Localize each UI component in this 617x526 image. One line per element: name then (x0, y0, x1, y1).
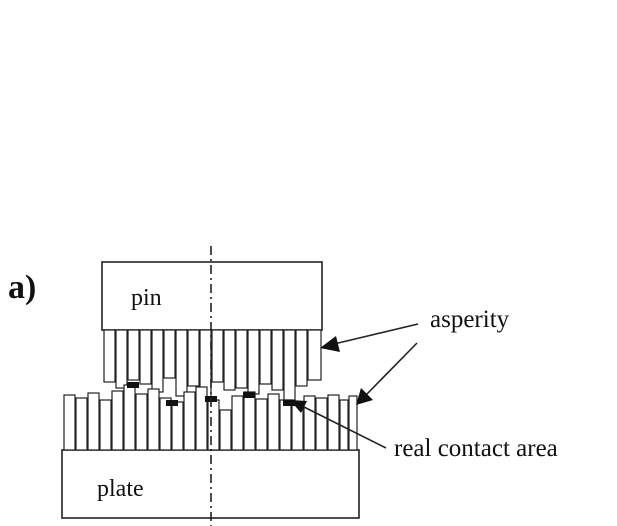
contact-spot (127, 382, 139, 388)
pin-label: pin (131, 285, 162, 311)
asperity-arrowhead (356, 388, 373, 405)
pin-block (101, 261, 323, 331)
contact-spot (166, 400, 178, 406)
asperity-label: asperity (430, 306, 510, 333)
real-contact-area-label: real contact area (394, 435, 558, 462)
plate-asperities (63, 384, 358, 451)
contact-area-leader (303, 406, 387, 449)
contact-spot (243, 392, 255, 398)
asperity-arrowhead (320, 336, 340, 352)
contact-spot (283, 400, 295, 406)
panel-label: a) (8, 269, 36, 306)
asperity-leader (333, 323, 419, 345)
contact-area-arrowhead (290, 400, 307, 413)
pin-asperities (103, 329, 322, 401)
plate-label: plate (97, 476, 144, 502)
asperity-leader (364, 342, 418, 397)
